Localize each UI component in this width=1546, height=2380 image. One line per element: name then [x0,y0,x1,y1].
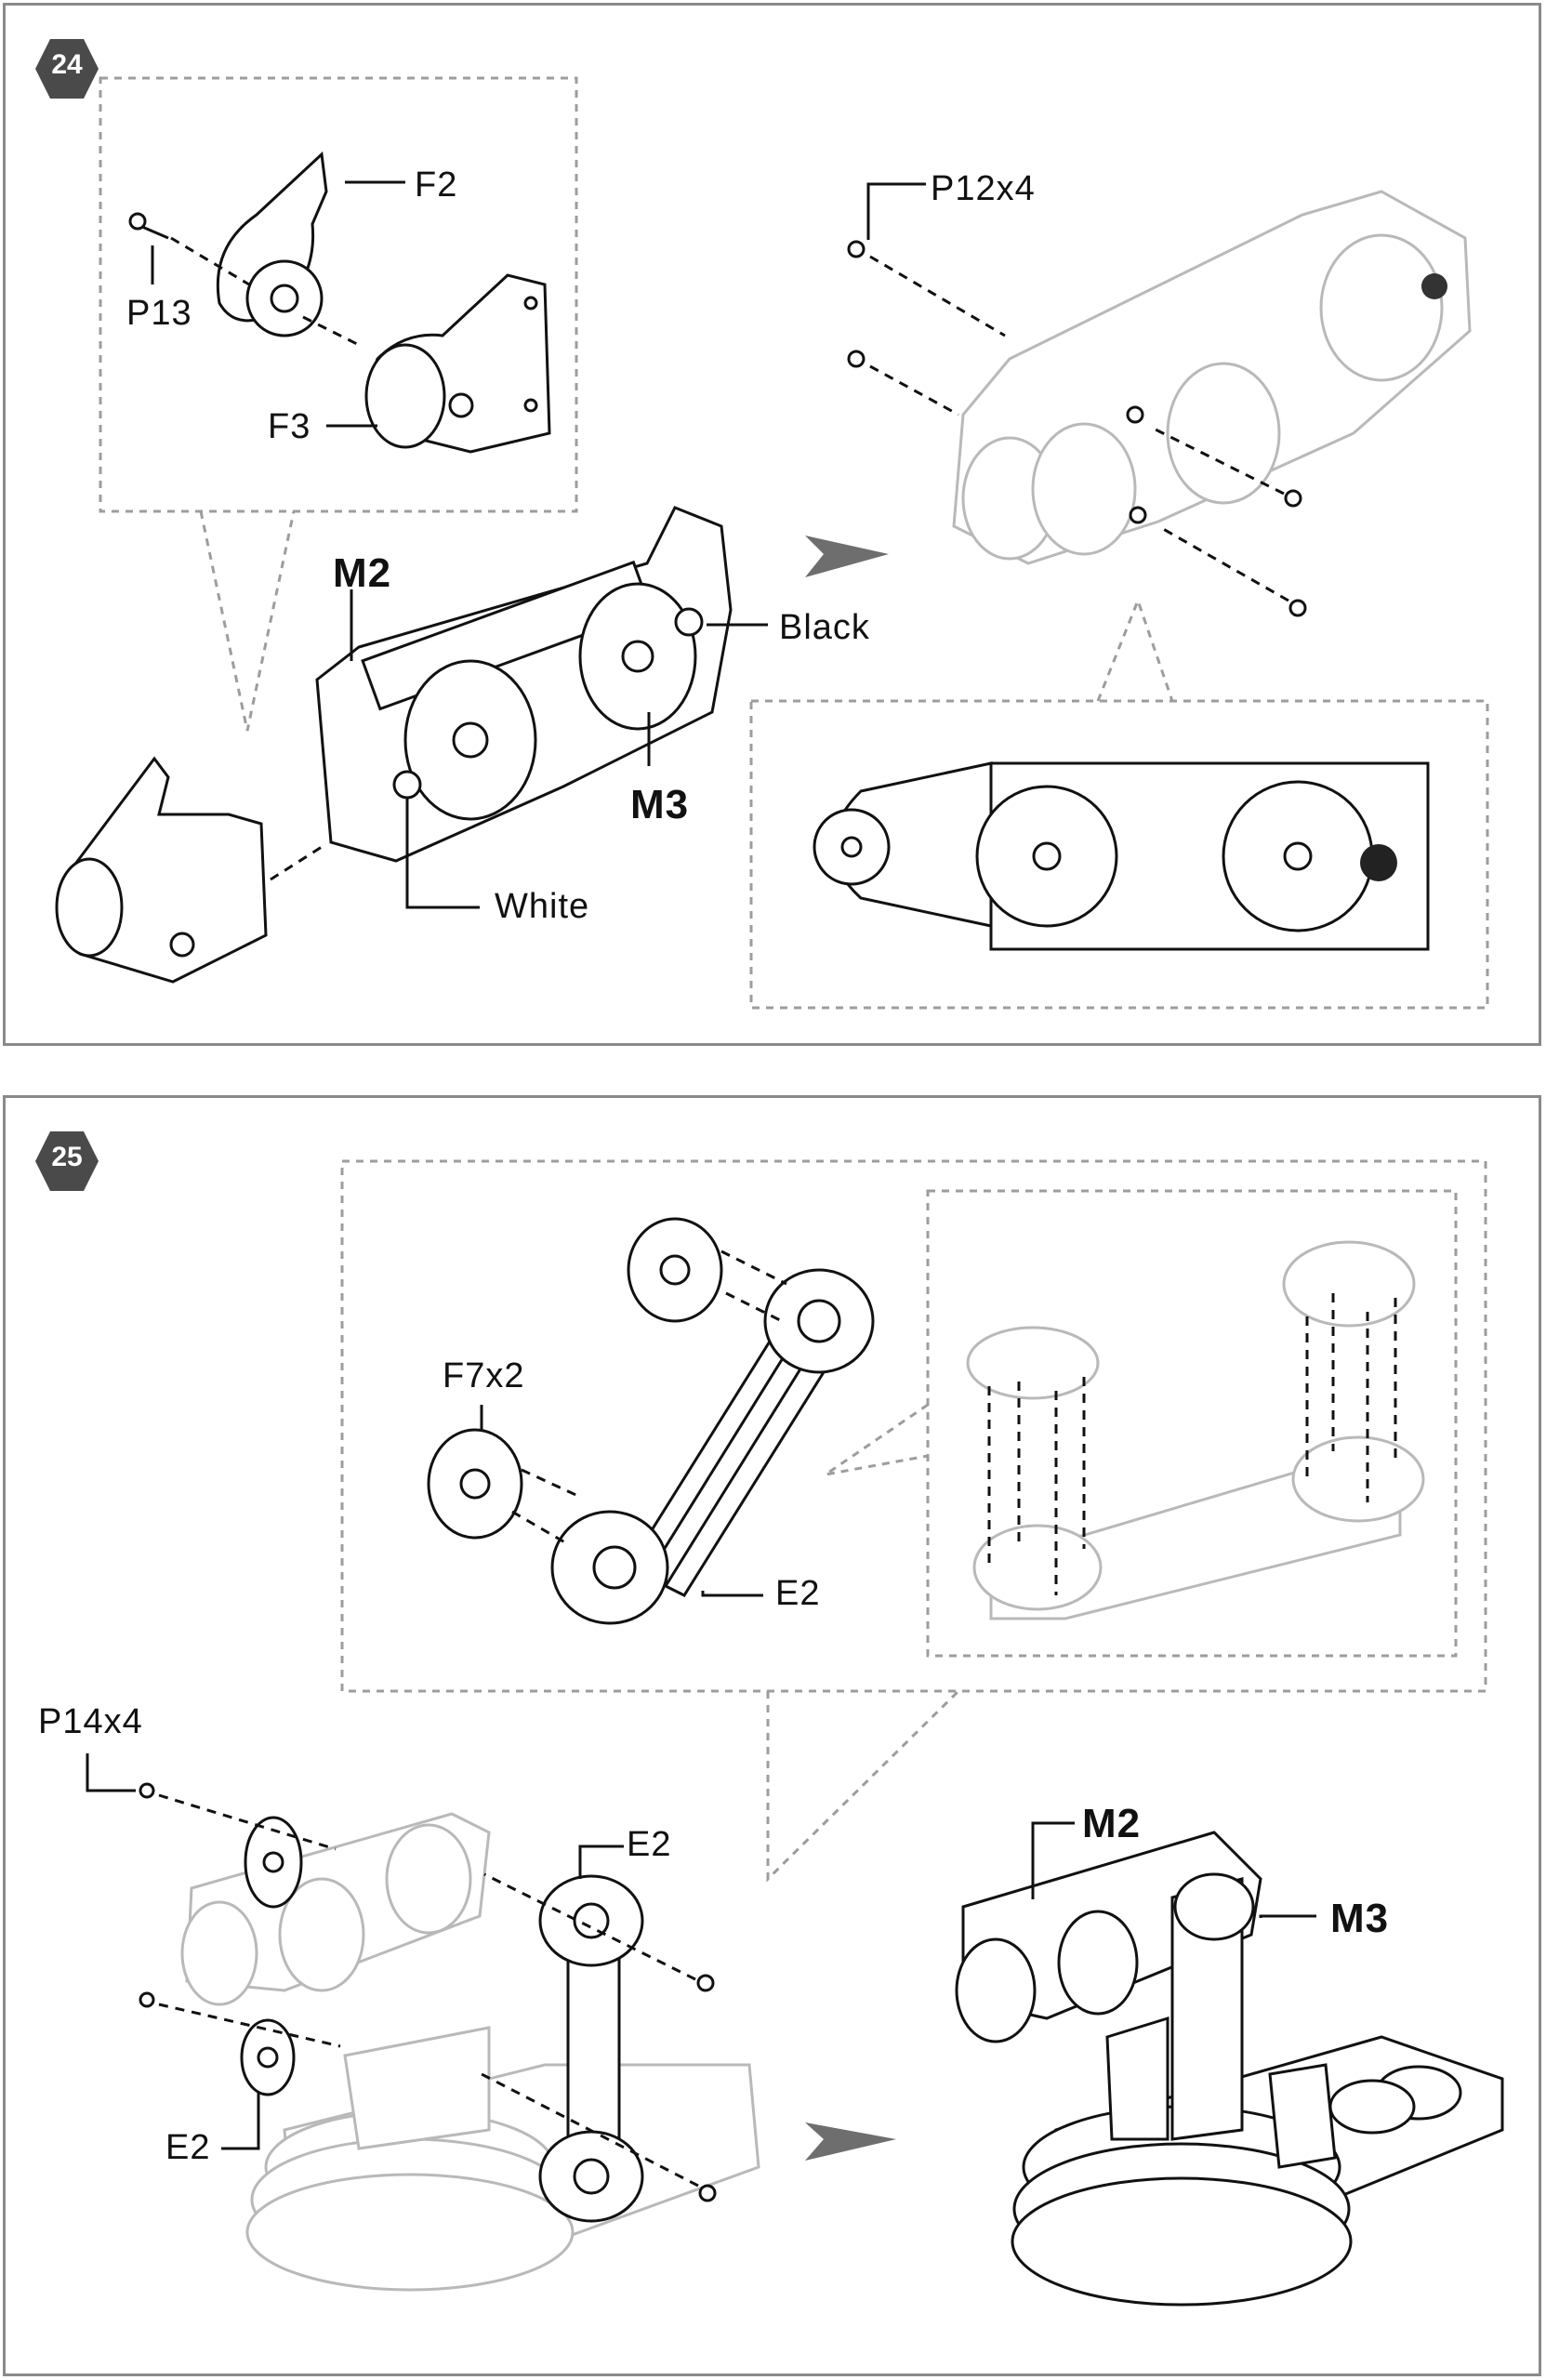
step-24-panel: 24 F2 P13 F3 P12x4 M2 Black M3 White [3,3,1541,1046]
label-f7x2: F7x2 [443,1356,525,1395]
f7-left-path-2 [511,1510,569,1546]
label-f3: F3 [268,407,311,446]
next-step-arrow-icon [805,536,889,577]
detail-callout-box [99,76,578,513]
detail-callout-pointer [199,510,296,732]
p12-screws [847,240,1307,617]
top-view-assembly [813,761,1430,951]
p12-path-2 [869,364,959,416]
step-25-illustration [86,1159,1504,2307]
label-m2-final: M2 [1082,1801,1142,1846]
f7-top-path-2 [725,1291,783,1323]
p14-screws [139,1782,717,2202]
f2-insert-path [302,315,360,347]
label-p12x4: P12x4 [931,169,1036,208]
label-p13: P13 [126,294,192,333]
f7-top-path-1 [720,1250,787,1286]
p12-path-3 [1153,427,1285,496]
detail-callout-pointer [766,1689,960,1883]
step-24-illustration [55,76,1489,1010]
next-step-arrow-icon [805,2122,896,2161]
e2-disc-leader [221,2093,260,2150]
p13-screw [128,212,169,240]
p14-path-2 [158,2003,341,2048]
f2-f3-combined-part [55,756,268,984]
label-white: White [495,887,590,926]
top-view-callout-pointer [1096,596,1174,702]
p14-path-4 [481,2072,699,2188]
final-m3-leader [1259,1914,1316,1918]
label-black: Black [779,608,870,647]
p14x4-leader [86,1753,136,1792]
label-f2: F2 [415,165,458,205]
inner-dash-paths [987,1293,1397,1595]
p12-path-1 [869,255,1006,337]
f7-disc-top [627,1217,723,1323]
ghost-base [245,2026,760,2292]
label-e2-top: E2 [775,1574,821,1613]
inner-callout-box [926,1189,1458,1658]
white-gear-leader [405,798,480,909]
f7-disc-upper [244,1816,303,1909]
step-number: 25 [51,1142,83,1172]
e2-lower-arm [538,1874,644,2223]
combined-part-insert-path [270,845,323,881]
label-m2: M2 [333,550,392,596]
f2-part [216,151,328,337]
step-25-panel: 25 F7x2 E2 P14x4 E2 E2 M2 M3 [3,1095,1541,2376]
top-view-callout-box [749,699,1489,1010]
label-p14x4: P14x4 [38,1702,143,1741]
f3-part [364,273,551,454]
hexagon-badge-icon [35,1131,99,1191]
p14-path-3 [483,1872,696,1981]
ghost-assembly [952,190,1472,565]
f7-disc-left [427,1428,523,1540]
inner-callout-pointer [825,1403,929,1476]
hexagon-badge-icon [35,39,99,99]
ghost-upper-arm [180,1812,491,2006]
e2-arm-part [550,1268,875,1625]
p12-path-4 [1157,524,1289,602]
inner-e2-ghost [966,1240,1425,1620]
detail-callout-box [340,1159,1487,1693]
label-e2-disc: E2 [165,2128,211,2167]
label-e2-arm: E2 [627,1825,672,1864]
f7-left-path-1 [521,1468,583,1500]
label-m3-final: M3 [1330,1896,1390,1941]
final-m2-leader [1031,1821,1075,1899]
label-m3: M3 [630,782,690,827]
e2-arm-leader [578,1844,624,1879]
final-assembly [955,1831,1504,2307]
p14-path-1 [158,1793,337,1851]
e2-top-leader [701,1591,763,1597]
p13-insert-path [170,236,250,286]
f7-disc-lower [240,2018,296,2096]
m2-m3-assembly [315,506,733,863]
p12x4-leader [866,182,926,240]
step-number: 24 [51,49,83,80]
